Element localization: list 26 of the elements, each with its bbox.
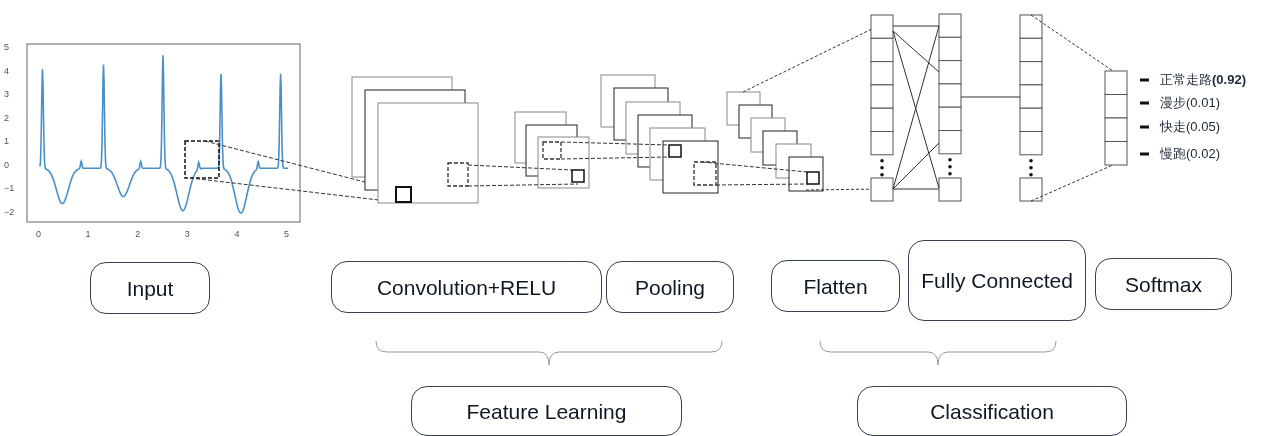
class-probability: 慢跑(0.02)	[1160, 146, 1220, 162]
label-box: Flatten	[771, 260, 900, 312]
axis-tick-label: 2	[4, 111, 9, 124]
label-box: Pooling	[606, 261, 734, 313]
axis-tick-label: 0	[36, 228, 41, 240]
axis-tick-label: 1	[4, 135, 9, 148]
axis-tick-label: 3	[4, 88, 9, 101]
label-box: Classification	[857, 386, 1127, 436]
axis-tick-label: −1	[4, 182, 15, 195]
class-probability: 快走(0.05)	[1160, 119, 1220, 135]
class-probability: 正常走路(0.92)	[1160, 72, 1246, 88]
label-box: Feature Learning	[411, 386, 682, 436]
axis-tick-label: 5	[284, 228, 289, 240]
axis-tick-label: 1	[85, 228, 91, 240]
label-box: Fully Connected	[908, 240, 1086, 321]
label-box: Convolution+RELU	[331, 261, 602, 313]
label-box: Softmax	[1095, 258, 1232, 310]
axis-tick-label: 4	[4, 64, 9, 77]
axis-tick-label: 0	[4, 158, 9, 171]
axis-tick-label: 5	[4, 41, 9, 53]
label-box: Input	[90, 262, 210, 314]
axis-tick-label: 4	[234, 228, 240, 240]
axis-tick-label: −2	[4, 206, 15, 218]
axis-tick-label: 2	[135, 228, 141, 240]
axis-tick-label: 3	[184, 228, 190, 240]
class-probability: 漫步(0.01)	[1160, 95, 1220, 111]
